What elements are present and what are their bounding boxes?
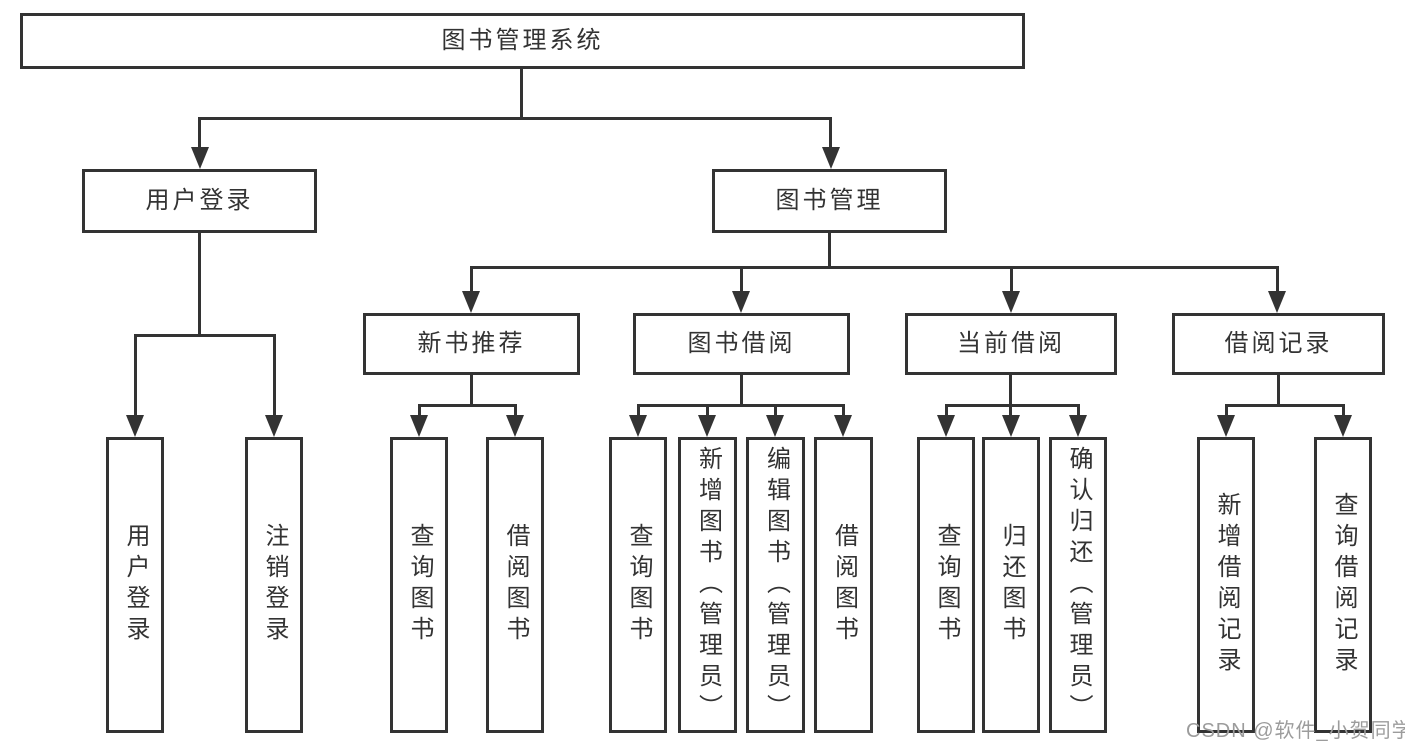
connector-book-mgmt-drop	[829, 117, 832, 153]
arrowhead-down-icon	[1217, 415, 1235, 437]
leaf-add-books-admin-label: 新增图书（管理员）	[694, 445, 722, 725]
connector-leaf-drop	[134, 334, 137, 420]
connector-l3-drop	[470, 266, 473, 296]
connector-leaf-drop	[637, 404, 640, 419]
connector-current-borrow-stem	[1009, 375, 1012, 407]
connector-new-book-rec-branch	[418, 404, 517, 407]
connector-leaf-drop	[1009, 404, 1012, 419]
connector-book-borrow-stem	[740, 375, 743, 407]
connector-leaf-drop	[418, 404, 421, 419]
connector-l3-drop	[740, 266, 743, 296]
connector-leaf-drop	[774, 404, 777, 419]
connector-book-borrow-branch	[637, 404, 845, 407]
leaf-query-borrow-record: 查询借阅记录	[1314, 437, 1372, 733]
connector-leaf-drop	[273, 334, 276, 420]
leaf-edit-books-admin: 编辑图书（管理员）	[746, 437, 805, 733]
leaf-query-books-rec: 查询图书	[390, 437, 448, 733]
connector-root-stem	[520, 69, 523, 120]
arrowhead-down-icon	[1002, 415, 1020, 437]
leaf-borrow-books-rec-label: 借阅图书	[502, 523, 529, 647]
arrowhead-down-icon	[1002, 291, 1020, 313]
leaf-add-books-admin: 新增图书（管理员）	[678, 437, 737, 733]
leaf-query-books-bb-label: 查询图书	[625, 523, 652, 647]
node-borrowing-records-label: 借阅记录	[1224, 329, 1333, 357]
connector-current-borrow-branch	[945, 404, 1080, 407]
connector-user-login-branch	[134, 334, 276, 337]
arrowhead-down-icon	[410, 415, 428, 437]
leaf-user-login-label: 用户登录	[122, 523, 149, 647]
connector-root-branch	[198, 117, 832, 120]
arrowhead-down-icon	[462, 291, 480, 313]
leaf-confirm-return-admin: 确认归还（管理员）	[1049, 437, 1107, 733]
arrowhead-down-icon	[834, 415, 852, 437]
connector-borrow-records-stem	[1277, 375, 1280, 407]
leaf-query-books-cb-label: 查询图书	[933, 523, 960, 647]
leaf-query-books-rec-label: 查询图书	[406, 523, 433, 647]
leaf-return-books: 归还图书	[982, 437, 1040, 733]
connector-book-mgmt-stem	[828, 233, 831, 269]
leaf-query-books-bb: 查询图书	[609, 437, 667, 733]
arrowhead-down-icon	[126, 415, 144, 437]
leaf-borrow-books-bb-label: 借阅图书	[830, 523, 858, 647]
arrowhead-down-icon	[629, 415, 647, 437]
arrowhead-down-icon	[822, 147, 840, 169]
node-book-borrowing: 图书借阅	[633, 313, 850, 375]
node-current-borrowing-label: 当前借阅	[957, 329, 1065, 357]
arrowhead-down-icon	[698, 415, 716, 437]
connector-leaf-drop	[706, 404, 709, 419]
node-book-management: 图书管理	[712, 169, 947, 233]
connector-leaf-drop	[842, 404, 845, 419]
connector-leaf-drop	[1077, 404, 1080, 419]
arrowhead-down-icon	[265, 415, 283, 437]
node-library-management-system: 图书管理系统	[20, 13, 1025, 69]
arrowhead-down-icon	[937, 415, 955, 437]
arrowhead-down-icon	[1069, 415, 1087, 437]
leaf-add-borrow-record: 新增借阅记录	[1197, 437, 1255, 733]
node-new-book-recommendation: 新书推荐	[363, 313, 580, 375]
connector-user-login-stem	[198, 233, 201, 336]
leaf-borrow-books-rec: 借阅图书	[486, 437, 544, 733]
leaf-return-books-label: 归还图书	[998, 523, 1025, 647]
leaf-user-login: 用户登录	[106, 437, 164, 733]
node-library-management-system-label: 图书管理系统	[441, 26, 604, 54]
node-book-management-label: 图书管理	[775, 186, 884, 214]
arrowhead-down-icon	[1334, 415, 1352, 437]
node-user-login: 用户登录	[82, 169, 317, 233]
node-new-book-recommendation-label: 新书推荐	[417, 329, 526, 357]
connector-leaf-drop	[1342, 404, 1345, 419]
connector-new-book-rec-stem	[470, 375, 473, 407]
leaf-add-borrow-record-label: 新增借阅记录	[1213, 492, 1240, 678]
connector-l3-drop	[1276, 266, 1279, 296]
leaf-borrow-books-bb: 借阅图书	[814, 437, 873, 733]
connector-leaf-drop	[514, 404, 517, 419]
arrowhead-down-icon	[732, 291, 750, 313]
arrowhead-down-icon	[766, 415, 784, 437]
leaf-edit-books-admin-label: 编辑图书（管理员）	[762, 445, 790, 725]
arrowhead-down-icon	[506, 415, 524, 437]
leaf-confirm-return-admin-label: 确认归还（管理员）	[1065, 445, 1092, 725]
leaf-query-books-cb: 查询图书	[917, 437, 975, 733]
node-borrowing-records: 借阅记录	[1172, 313, 1385, 375]
leaf-logout: 注销登录	[245, 437, 303, 733]
leaf-query-borrow-record-label: 查询借阅记录	[1330, 492, 1357, 678]
connector-l3-drop	[1010, 266, 1013, 296]
leaf-logout-label: 注销登录	[261, 523, 288, 647]
node-current-borrowing: 当前借阅	[905, 313, 1117, 375]
connector-book-mgmt-branch	[470, 266, 1279, 269]
arrowhead-down-icon	[1268, 291, 1286, 313]
connector-leaf-drop	[1225, 404, 1228, 419]
node-book-borrowing-label: 图书借阅	[687, 329, 796, 357]
csdn-watermark: CSDN @软件_小贺同学	[1186, 720, 1405, 742]
connector-borrow-records-branch	[1225, 404, 1345, 407]
connector-user-login-drop	[198, 117, 201, 153]
node-user-login-label: 用户登录	[145, 186, 254, 214]
connector-leaf-drop	[945, 404, 948, 419]
arrowhead-down-icon	[191, 147, 209, 169]
